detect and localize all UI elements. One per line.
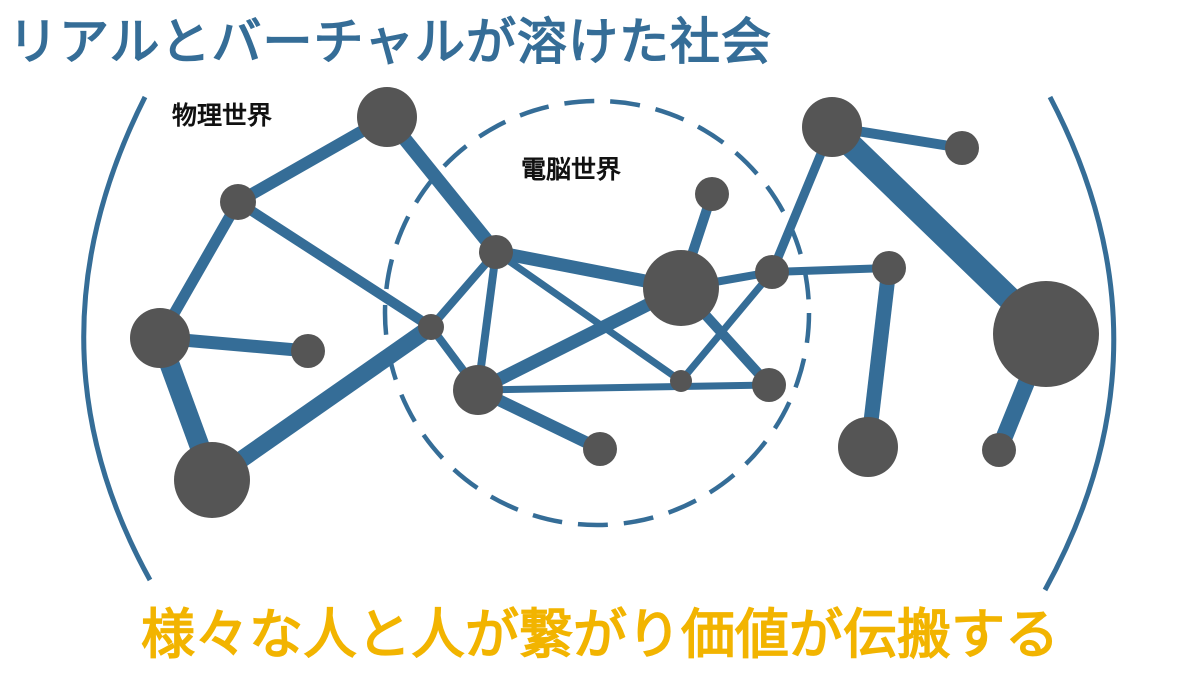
cyber-world-label: 電脳世界 <box>521 155 622 184</box>
physical-world-label: 物理世界 <box>172 101 273 130</box>
network-node <box>174 442 250 518</box>
network-node <box>993 281 1099 387</box>
network-node <box>670 370 692 392</box>
network-node <box>695 177 729 211</box>
network-node <box>220 184 256 220</box>
network-edge <box>207 320 436 487</box>
network-node <box>752 368 786 402</box>
caption: 様々な人と人が繋がり価値が伝搬する <box>141 603 1059 666</box>
network-node <box>643 250 719 326</box>
network-nodes <box>130 87 1099 518</box>
network-node <box>755 255 789 289</box>
right-bracket <box>1042 95 1117 592</box>
network-node <box>453 365 503 415</box>
network-node <box>945 131 979 165</box>
network-node <box>872 251 906 285</box>
network-edge <box>860 267 897 448</box>
network-node <box>291 334 325 368</box>
cyber-world-boundary <box>382 98 812 528</box>
network-edge <box>235 197 434 332</box>
network-node <box>130 308 190 368</box>
network-edge <box>771 264 890 276</box>
network-node <box>479 235 513 269</box>
page-title: リアルとバーチャルが溶けた社会 <box>8 13 772 71</box>
network-node <box>583 432 617 466</box>
network-node <box>982 433 1016 467</box>
network-edge <box>678 269 775 384</box>
network-node <box>418 314 444 340</box>
network-node <box>838 417 898 477</box>
left-bracket <box>81 95 153 582</box>
network-node <box>802 97 862 157</box>
network-edge <box>493 249 684 384</box>
network-node <box>357 87 417 147</box>
network-edge <box>477 381 770 394</box>
